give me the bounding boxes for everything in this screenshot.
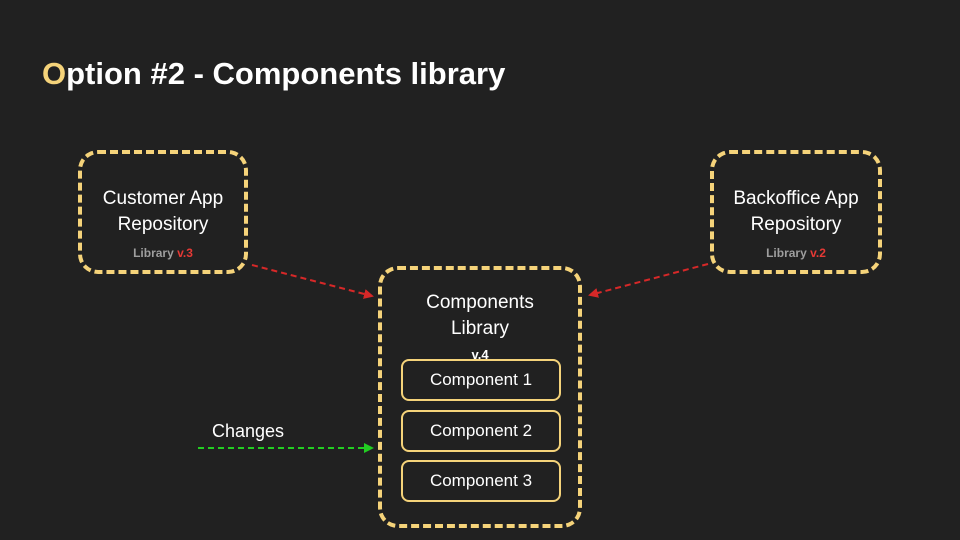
backoffice-app-line2: Repository: [750, 214, 842, 235]
customer-to-library-arrow: [251, 264, 374, 299]
customer-app-line2: Repository: [117, 214, 209, 235]
components-library-box: Components Library v.4: [378, 266, 582, 528]
backoffice-library-version: Library v.2: [714, 246, 878, 260]
component-2-box: Component 2: [401, 410, 561, 452]
customer-app-title: Customer App Repository: [82, 186, 244, 238]
components-library-title: Components Library v.4: [382, 290, 578, 368]
backoffice-app-line1: Backoffice App: [733, 188, 859, 209]
backoffice-version-label: Library: [766, 246, 811, 260]
title-first-letter: O: [42, 56, 67, 91]
changes-label: Changes: [212, 421, 285, 441]
components-library-line1: Components: [426, 292, 534, 313]
components-library-name: Library: [450, 318, 510, 339]
backoffice-version-number: v.2: [810, 246, 826, 260]
components-library-line2: Library v.4: [382, 316, 578, 368]
component-1-box: Component 1: [401, 359, 561, 401]
components-library-version: v.4: [471, 347, 489, 362]
page-title: Option #2 - Components library: [42, 56, 505, 92]
backoffice-app-repository-box: Backoffice App Repository Library v.2: [710, 150, 882, 274]
title-rest: ption #2 - Components library: [66, 56, 506, 91]
customer-app-line1: Customer App: [102, 188, 224, 209]
backoffice-app-title: Backoffice App Repository: [714, 186, 878, 238]
customer-version-number: v.3: [177, 246, 193, 260]
backoffice-to-library-arrow: [588, 263, 709, 298]
component-3-box: Component 3: [401, 460, 561, 502]
customer-version-label: Library: [133, 246, 178, 260]
customer-app-repository-box: Customer App Repository Library v.3: [78, 150, 248, 274]
customer-library-version: Library v.3: [82, 246, 244, 260]
